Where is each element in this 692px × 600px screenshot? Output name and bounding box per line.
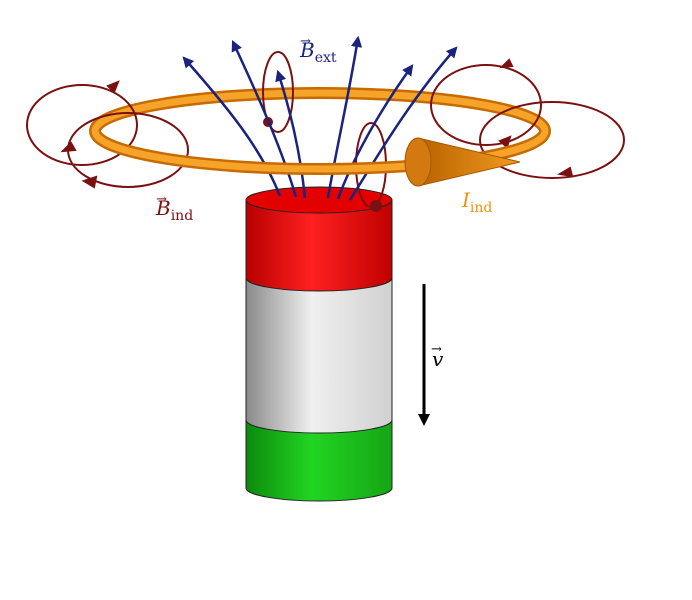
- current-direction-arrow: [404, 137, 521, 187]
- induced-loop-right-outer: [430, 64, 542, 146]
- induced-loop-left-outer: [26, 84, 138, 166]
- field-line-1: [182, 56, 282, 197]
- magnet-top-face: [245, 186, 393, 214]
- svg-text:→: →: [431, 342, 442, 357]
- bar-magnet: [245, 186, 393, 502]
- induced-field-loops: [26, 51, 625, 212]
- field-line-5: [336, 64, 414, 200]
- field-line-4: [326, 35, 363, 199]
- b-ind-label: Bind: [155, 196, 193, 224]
- field-line-3: [275, 69, 307, 199]
- field-line-2: [231, 39, 298, 198]
- magnet-red-band: [245, 199, 393, 292]
- magnet-white-band: [245, 277, 393, 434]
- induced-current-ring-back: [89, 87, 551, 132]
- magnet-green-band: [245, 419, 393, 502]
- field-line-6: [348, 46, 458, 201]
- svg-text:→: →: [156, 192, 167, 207]
- external-field-lines: [182, 35, 458, 201]
- b-ext-label: Bext: [299, 38, 337, 66]
- svg-text:→: →: [300, 34, 311, 49]
- i-ind-label: Iind: [461, 188, 492, 216]
- induced-loop-right-inner: [479, 101, 625, 179]
- velocity-label: v: [432, 347, 444, 371]
- induced-loop-center-left: [262, 51, 294, 133]
